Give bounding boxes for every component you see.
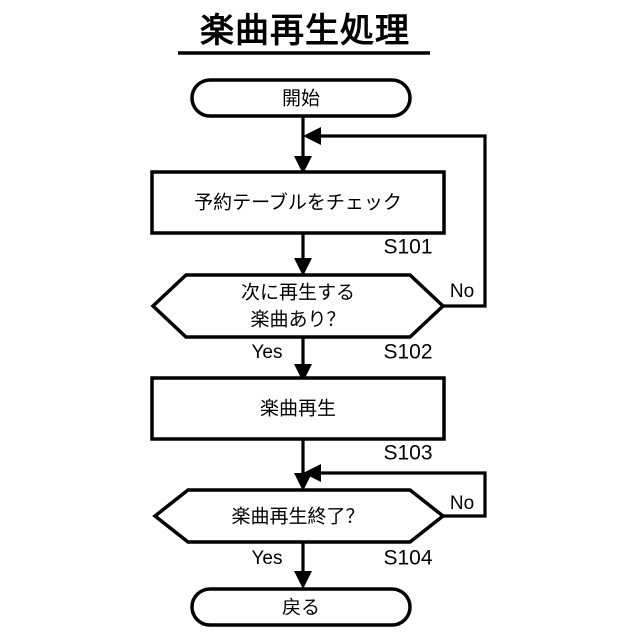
node-s103-label: 楽曲再生 (260, 398, 336, 420)
node-end-label: 戻る (282, 597, 320, 619)
arrowhead-s104-no-loop (303, 464, 321, 482)
node-s101[interactable] (150, 170, 446, 235)
page-title: 楽曲再生処理 (200, 11, 410, 51)
arrowhead-s103-to-s104 (294, 473, 312, 491)
edge-s104-no-loop (314, 471, 487, 518)
node-s101-label: 予約テーブルをチェック (194, 191, 402, 214)
node-s104[interactable] (152, 488, 446, 544)
node-s102-label-line2: 楽曲あり？ (250, 309, 345, 331)
arrowhead-s102-no-loop (303, 127, 321, 145)
edge-s102-no-loop (314, 134, 487, 308)
step-label-s102: S102 (383, 341, 432, 364)
arrowhead-s101-to-s102 (294, 258, 312, 276)
edge-label-s104-yes: Yes (252, 548, 283, 569)
node-s103[interactable] (150, 376, 446, 441)
arrowhead-s104-to-end (294, 571, 312, 589)
step-label-s103: S103 (383, 442, 432, 465)
node-s102[interactable] (150, 273, 446, 339)
node-start-label: 開始 (282, 88, 320, 110)
arrowhead-start-to-s101 (294, 156, 312, 174)
edge-label-s102-yes: Yes (252, 342, 283, 363)
node-start[interactable] (190, 78, 412, 118)
step-label-s101: S101 (383, 236, 432, 259)
node-s104-label: 楽曲再生終了？ (231, 506, 364, 528)
node-s102-label-line1: 次に再生する (241, 282, 355, 304)
edge-label-s104-no: No (450, 493, 474, 514)
arrowhead-s102-to-s103 (294, 364, 312, 382)
step-label-s104: S104 (383, 547, 432, 570)
node-end[interactable] (190, 587, 412, 627)
edge-label-s102-no: No (450, 281, 474, 302)
